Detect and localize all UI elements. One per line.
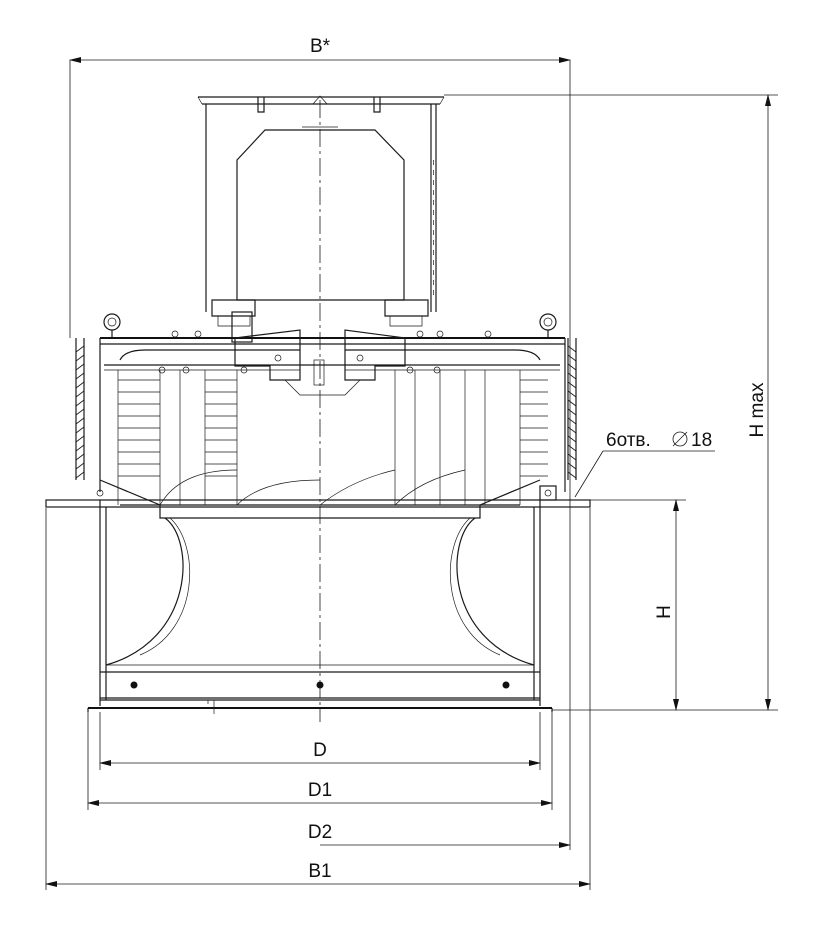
left-wall-hatching [75, 345, 85, 479]
inlet-section [87, 507, 553, 714]
dimension-d: D [99, 712, 541, 770]
label-holes-count: 6отв. [606, 430, 651, 451]
hatch-line [567, 417, 577, 425]
lifting-eye-icon [103, 313, 121, 338]
hatch-line [75, 426, 85, 434]
dimension-d2: D2 [308, 490, 571, 850]
hatch-line [567, 408, 577, 416]
hatch-line [75, 399, 85, 407]
blade-curve [159, 469, 238, 506]
dimension-b1: B1 [45, 508, 591, 890]
hatch-line [75, 390, 85, 398]
hatch-line [567, 390, 577, 398]
impeller-blades [117, 370, 548, 506]
hatch-line [75, 444, 85, 452]
holes-callout: 6отв. 18 [574, 430, 715, 498]
hatch-line [75, 417, 85, 425]
hatch-line [567, 363, 577, 371]
hatch-line [75, 381, 85, 389]
hatch-line [567, 453, 577, 461]
hatch-line [75, 408, 85, 416]
right-wall-hatching [567, 345, 577, 479]
hatch-line [75, 372, 85, 380]
lifting-eye-icon [539, 313, 557, 338]
label-b1: B1 [308, 861, 331, 882]
hatch-line [567, 462, 577, 470]
hatch-line [75, 363, 85, 371]
diameter-symbol-icon [672, 431, 688, 447]
hatch-line [567, 354, 577, 362]
blade-curve [236, 479, 321, 506]
hatch-line [75, 462, 85, 470]
hatch-line [567, 444, 577, 452]
hatch-line [75, 435, 85, 443]
motor-housing [197, 95, 445, 327]
hatch-line [567, 345, 577, 353]
hatch-line [567, 381, 577, 389]
label-holes-diameter: 18 [691, 430, 712, 451]
base-plate [45, 479, 591, 519]
label-h-max: H max [747, 382, 768, 437]
hatch-line [75, 471, 85, 479]
label-h: H [654, 605, 675, 619]
label-d1: D1 [308, 780, 332, 801]
hatch-line [567, 426, 577, 434]
impeller-housing [75, 311, 577, 492]
dimension-b-star: B* [69, 36, 571, 490]
dimension-d1: D1 [87, 712, 553, 810]
hatch-line [567, 435, 577, 443]
hatch-line [567, 399, 577, 407]
dimension-h-max: H max [444, 94, 778, 711]
hatch-line [75, 453, 85, 461]
hatch-line [75, 354, 85, 362]
label-d2: D2 [308, 822, 332, 843]
label-b-star: B* [310, 36, 331, 57]
hatch-line [567, 372, 577, 380]
hatch-line [567, 471, 577, 479]
label-d: D [313, 740, 327, 761]
hatch-line [75, 345, 85, 353]
dimension-h: H [590, 499, 686, 711]
